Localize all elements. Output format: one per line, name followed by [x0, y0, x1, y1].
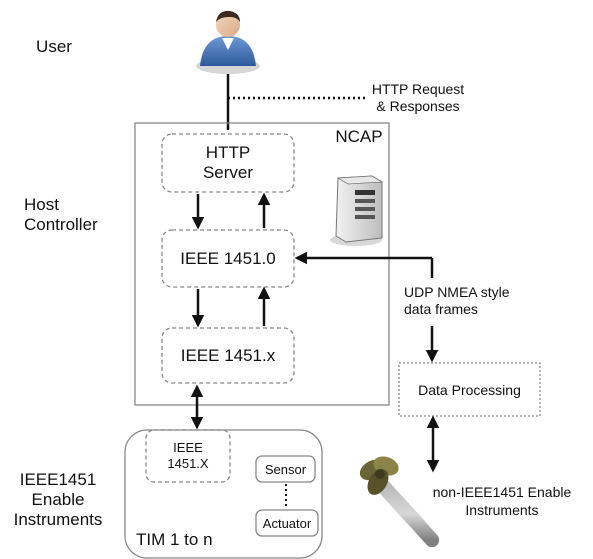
- tim-ieee-box: [145, 429, 231, 483]
- server-icon: [330, 175, 384, 246]
- user-icon: [196, 10, 260, 74]
- tim-ieee-label: IEEE 1451.X: [167, 440, 209, 471]
- instrument-probe-icon: [359, 456, 440, 548]
- sensor-box: [255, 455, 316, 483]
- data-processing-box: [398, 362, 541, 417]
- ieee-1451-0-label: IEEE 1451.0: [180, 248, 276, 268]
- actuator-label: Actuator: [262, 515, 312, 531]
- non-ieee-label: non-IEEE1451 Enable Instruments: [432, 484, 572, 518]
- data-processing-label: Data Processing: [418, 381, 521, 398]
- ieee-1451-0-box: [161, 229, 295, 288]
- ncap-title: NCAP: [335, 127, 383, 146]
- user-label: User: [36, 37, 72, 56]
- ieee-1451-x-box: [161, 327, 295, 384]
- host-controller-label: Host Controller: [24, 195, 98, 234]
- http-server-label: HTTP Server: [202, 143, 254, 182]
- http-server-box: [161, 133, 295, 193]
- tim-box: [124, 429, 323, 559]
- ieee-1451-x-label: IEEE 1451.x: [180, 345, 276, 365]
- udp-link-label: UDP NMEA style data frames: [404, 284, 510, 317]
- ncap-box: [134, 122, 390, 406]
- sensor-label: Sensor: [264, 461, 307, 477]
- actuator-box: [255, 509, 319, 537]
- instruments-label: IEEE1451 Enable Instruments: [13, 470, 103, 529]
- tim-title: TIM 1 to n: [136, 530, 213, 549]
- http-link-label: HTTP Request & Responses: [371, 81, 465, 114]
